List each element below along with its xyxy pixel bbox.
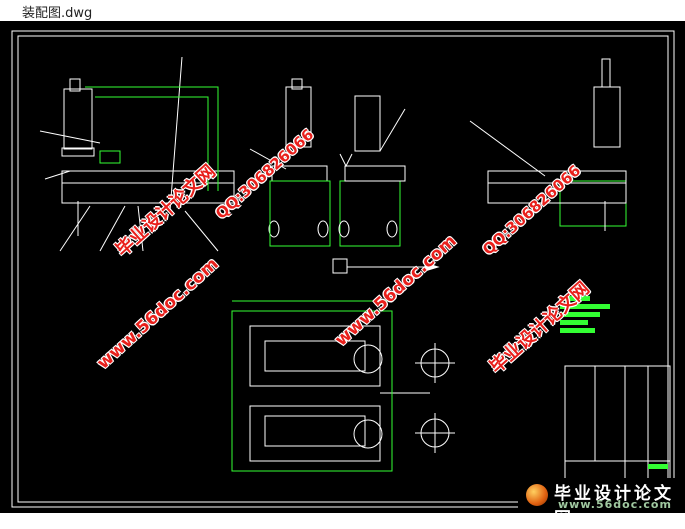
view-direction-arrow xyxy=(332,258,440,274)
title-bar: 装配图.dwg xyxy=(0,0,685,21)
front-view-right xyxy=(469,58,627,231)
drawing-canvas[interactable]: 毕业设计论文网 QQ:306826066 www.56doc.com www.5… xyxy=(0,21,685,513)
inner-frame xyxy=(17,35,669,503)
technical-notes xyxy=(560,296,668,469)
plan-dimensions xyxy=(231,300,393,472)
logo-ball-icon xyxy=(526,484,548,506)
site-logo: 毕业设计论文网 www.56doc.com xyxy=(518,478,682,529)
outer-frame xyxy=(11,30,675,508)
window-title: 装配图.dwg xyxy=(22,6,93,21)
plan-view xyxy=(249,325,455,462)
title-block xyxy=(564,365,671,497)
logo-text-url: www.56doc.com xyxy=(558,498,672,511)
cad-drawing xyxy=(11,30,675,508)
side-view-2 xyxy=(338,95,406,238)
front-view-left xyxy=(39,56,235,252)
dimensions-left xyxy=(85,86,219,191)
